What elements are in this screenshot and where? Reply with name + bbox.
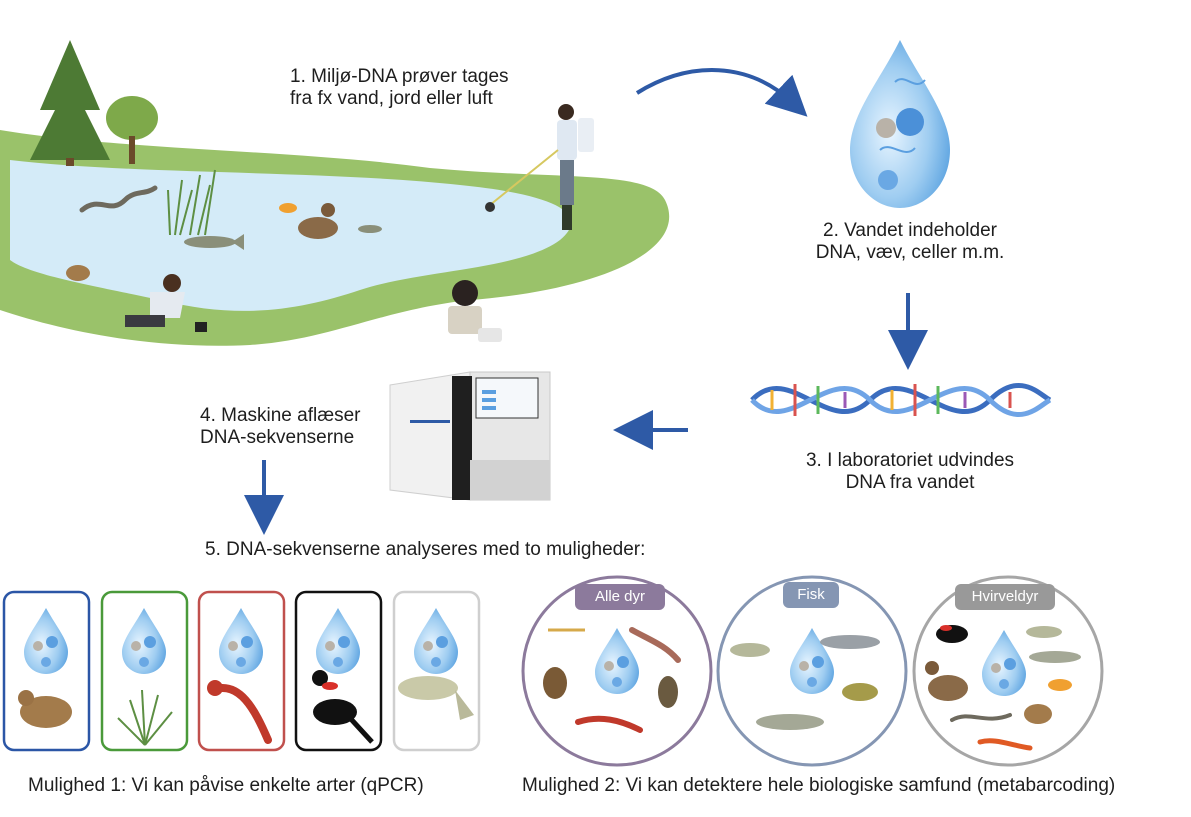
option2-circles <box>521 575 1104 767</box>
tag-alle-dyr: Alle dyr <box>575 584 665 610</box>
step5-label: 5. DNA-sekvenserne analyseres med to mul… <box>205 539 646 560</box>
step3-label: 3. I laboratoriet udvindes DNA fra vande… <box>805 450 1015 493</box>
sequencer-machine-icon <box>389 371 551 501</box>
trout-icon <box>1029 651 1081 663</box>
deciduous-tree-icon <box>106 96 158 164</box>
person-kneeling-icon <box>125 274 207 332</box>
water-droplet-large <box>850 40 950 208</box>
water-bug-icon <box>658 676 678 708</box>
frog-icon <box>1024 704 1052 724</box>
goldfish-icon <box>279 203 297 213</box>
conifer-tree-icon <box>30 40 110 166</box>
option1-cards <box>2 590 481 752</box>
red-winged-blackbird-icon <box>312 670 374 744</box>
goldfish-icon <box>1048 679 1072 691</box>
lake-scene <box>0 40 670 346</box>
salamander-icon <box>977 738 1033 751</box>
frog-icon <box>18 690 72 728</box>
sculpin-icon <box>842 683 878 701</box>
grass-icon <box>117 689 173 746</box>
stickleback-fish-icon <box>1026 626 1062 638</box>
crayfish-icon <box>207 680 272 744</box>
snake-icon <box>950 713 1012 722</box>
beetle-icon <box>543 667 567 699</box>
option2-caption: Mulighed 2: Vi kan detektere hele biolog… <box>522 775 1116 796</box>
duck-icon <box>925 661 968 701</box>
step4-label: 4. Maskine aflæser DNA-sekvenserne <box>200 405 361 448</box>
frog-icon <box>66 265 90 281</box>
snake-icon <box>79 185 158 213</box>
dna-helix-icon <box>750 383 1052 417</box>
stickleback-fish-icon <box>398 676 474 720</box>
reeds-icon <box>167 169 216 236</box>
red-winged-blackbird-icon <box>936 625 968 643</box>
lake-water <box>10 160 572 311</box>
step1-label: 1. Miljø-DNA prøver tages fra fx vand, j… <box>290 66 509 109</box>
person-sampling-icon <box>485 104 594 230</box>
arrow-step1-to-step2 <box>635 68 808 117</box>
tag-hvirveldyr: Hvirveldyr <box>955 584 1055 610</box>
trout-icon <box>756 714 824 730</box>
crayfish-icon <box>575 715 643 733</box>
tag-fisk: Fisk <box>783 582 839 608</box>
step2-label: 2. Vandet indeholder DNA, væv, celler m.… <box>815 220 1005 263</box>
person-filtering-icon <box>448 280 502 342</box>
salmon-icon <box>820 635 880 649</box>
stickleback-fish-icon <box>730 643 770 657</box>
earthworm-icon <box>629 627 681 663</box>
fish-small-icon <box>358 225 382 233</box>
trout-icon <box>184 234 244 250</box>
option1-caption: Mulighed 1: Vi kan påvise enkelte arter … <box>28 775 424 796</box>
duck-icon <box>298 203 338 239</box>
